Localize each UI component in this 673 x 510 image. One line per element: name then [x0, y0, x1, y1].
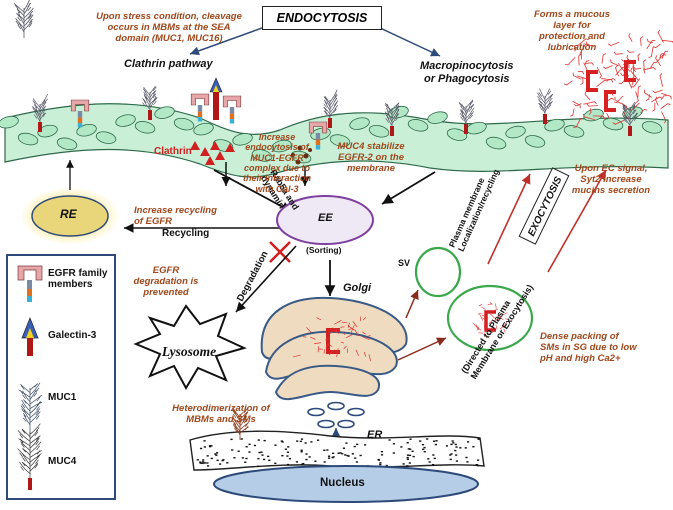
secretory-vesicle [416, 248, 460, 296]
endocytosis-title: ENDOCYTOSIS [262, 6, 382, 30]
lysosome-label: Lysosome [161, 344, 216, 359]
endoplasmic-reticulum [190, 431, 484, 470]
egfr-icon [18, 266, 42, 302]
increase-endocytosis-note: Increase endocytosis of MUC1-EGFR comple… [234, 132, 320, 194]
muc1-cleaved-icon [14, 0, 33, 38]
recycling-label: Recycling [162, 228, 209, 240]
macropinocytosis-label: Macropinocytosis or Phagocytosis [420, 60, 514, 85]
legend-box: EGFR family members Galectin-3 MUC1 MUC4 [6, 254, 116, 500]
clathrin-pathway-label: Clathrin pathway [124, 58, 213, 71]
ee-label: EE [318, 212, 333, 225]
legend-label-galectin: Galectin-3 [48, 330, 96, 341]
macro-branch-arrow [380, 28, 440, 56]
sv-label: SV [398, 258, 410, 268]
clathrin-label: Clathrin [154, 146, 192, 158]
egfr-degradation-note: EGFR degradation is prevented [126, 266, 206, 299]
galectin-in-pit [210, 78, 222, 120]
heterodimerization-note: Heterodimerization of MBMs and SMs [156, 404, 286, 426]
muc4-stabilize-note: MUC4 stabilize EGFR-2 on the membrane [326, 142, 416, 175]
legend-label-egfr: EGFR family members [48, 268, 114, 290]
re-label: RE [60, 208, 77, 222]
dense-packing-note: Dense packing of SMs in SG due to low pH… [540, 332, 660, 365]
golgi-apparatus [262, 298, 407, 399]
increase-recycling-note: Increase recycling of EGFR [134, 206, 217, 228]
mucous-layer-note: Forms a mucous layer for protection and … [512, 10, 632, 54]
stress-cleavage-note: Upon stress condition, cleavage occurs i… [74, 12, 264, 45]
golgi-label: Golgi [343, 282, 371, 295]
legend-label-muc1: MUC1 [48, 392, 76, 403]
galectin-icon [22, 318, 38, 356]
muc4-icon [18, 424, 42, 490]
sorting-label: (Sorting) [306, 246, 341, 256]
degradation-label: Degradation [235, 249, 271, 303]
nucleus-label: Nucleus [320, 477, 365, 490]
er-vesicles [308, 403, 364, 428]
er-label: ER [367, 429, 382, 442]
legend-label-muc4: MUC4 [48, 456, 76, 467]
ec-signal-note: Upon EC signal, Syt2 increase mucins sec… [556, 164, 666, 197]
plasma-localization-label: Plasma membrane Localization/recycling [447, 164, 501, 253]
blocked-degradation-mark [270, 242, 290, 262]
